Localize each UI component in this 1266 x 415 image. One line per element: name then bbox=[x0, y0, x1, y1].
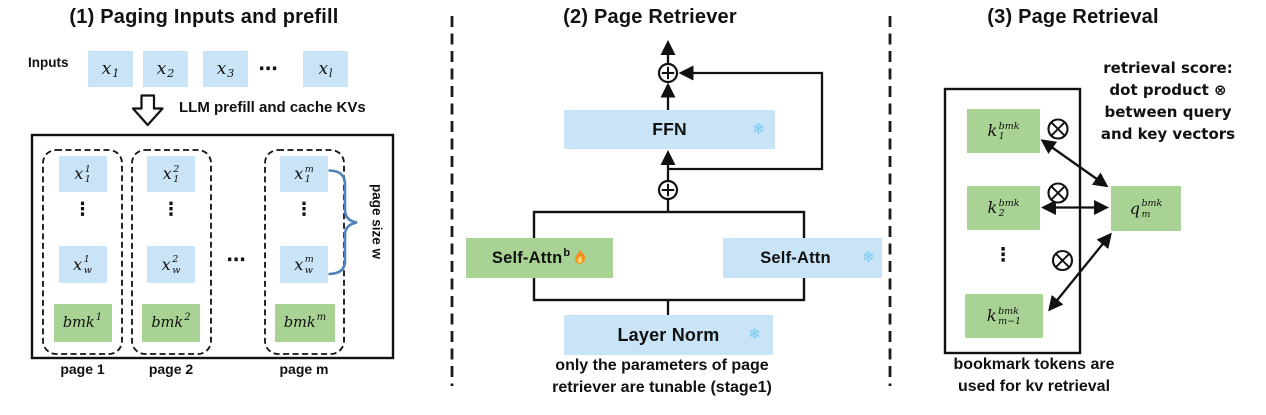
page-size-brace bbox=[328, 169, 358, 276]
down-arrow-icon bbox=[131, 94, 164, 127]
k1-q-arrow bbox=[1040, 139, 1109, 188]
keys-vdots: ⋮ bbox=[993, 244, 1013, 266]
snowflake-icon: ❄ bbox=[748, 325, 761, 344]
page2-vdots: ⋮ bbox=[162, 199, 180, 220]
note-line: dot product ⊗ bbox=[1109, 81, 1227, 99]
page-size-label: page size w bbox=[369, 183, 385, 260]
km1-q-arrow bbox=[1048, 232, 1112, 312]
prefill-arrow-label: LLM prefill and cache KVs bbox=[179, 99, 366, 116]
page2-label: page 2 bbox=[148, 361, 194, 377]
ffn-block: FFN ❄ bbox=[564, 110, 775, 149]
note-line: between query bbox=[1104, 103, 1232, 121]
page1-label: page 1 bbox=[60, 361, 105, 377]
circled-times-icon-2 bbox=[1047, 182, 1069, 204]
circled-times-icon-1 bbox=[1047, 118, 1069, 140]
panel2-caption-line1: only the parameters of page bbox=[555, 357, 769, 374]
circled-plus-icon-bottom bbox=[657, 179, 679, 201]
circled-times-icon-3 bbox=[1051, 249, 1074, 272]
bookmark-keys-box bbox=[943, 87, 1082, 355]
panel1-title: (1) Paging Inputs and prefill bbox=[69, 6, 339, 28]
kv-cache-outer-box bbox=[30, 133, 395, 360]
layer-norm-block: Layer Norm ❄ bbox=[564, 315, 773, 355]
circled-plus-icon-top bbox=[657, 62, 679, 84]
snowflake-icon: ❄ bbox=[862, 248, 875, 267]
fire-icon bbox=[575, 249, 586, 264]
panel3-caption-line2: used for kv retrieval bbox=[957, 378, 1111, 395]
note-line: retrieval score: bbox=[1103, 59, 1233, 77]
snowflake-icon: ❄ bbox=[752, 119, 765, 138]
self-attn-frozen-block: Self-Attn ❄ bbox=[723, 238, 882, 278]
page-2-dashed-box bbox=[131, 149, 212, 355]
page-1-dashed-box bbox=[42, 149, 123, 355]
inputs-label: Inputs bbox=[28, 55, 69, 70]
note-line: and key vectors bbox=[1100, 125, 1236, 143]
retrieval-score-note: retrieval score: dot product ⊗ between q… bbox=[1082, 57, 1254, 145]
panel2-title: (2) Page Retriever bbox=[563, 6, 737, 28]
pagem-label: page m bbox=[279, 361, 329, 377]
input-ellipsis: ⋯ bbox=[258, 58, 278, 80]
panel3-caption-line1: bookmark tokens are bbox=[953, 356, 1115, 373]
residual-connection bbox=[669, 65, 824, 171]
page1-vdots: ⋮ bbox=[73, 199, 92, 220]
panel3-title: (3) Page Retrieval bbox=[987, 6, 1159, 28]
panel2-caption-line2: retriever are tunable (stage1) bbox=[552, 379, 772, 396]
pages-ellipsis: ⋯ bbox=[226, 249, 246, 271]
pagem-vdots: ⋮ bbox=[295, 199, 313, 220]
